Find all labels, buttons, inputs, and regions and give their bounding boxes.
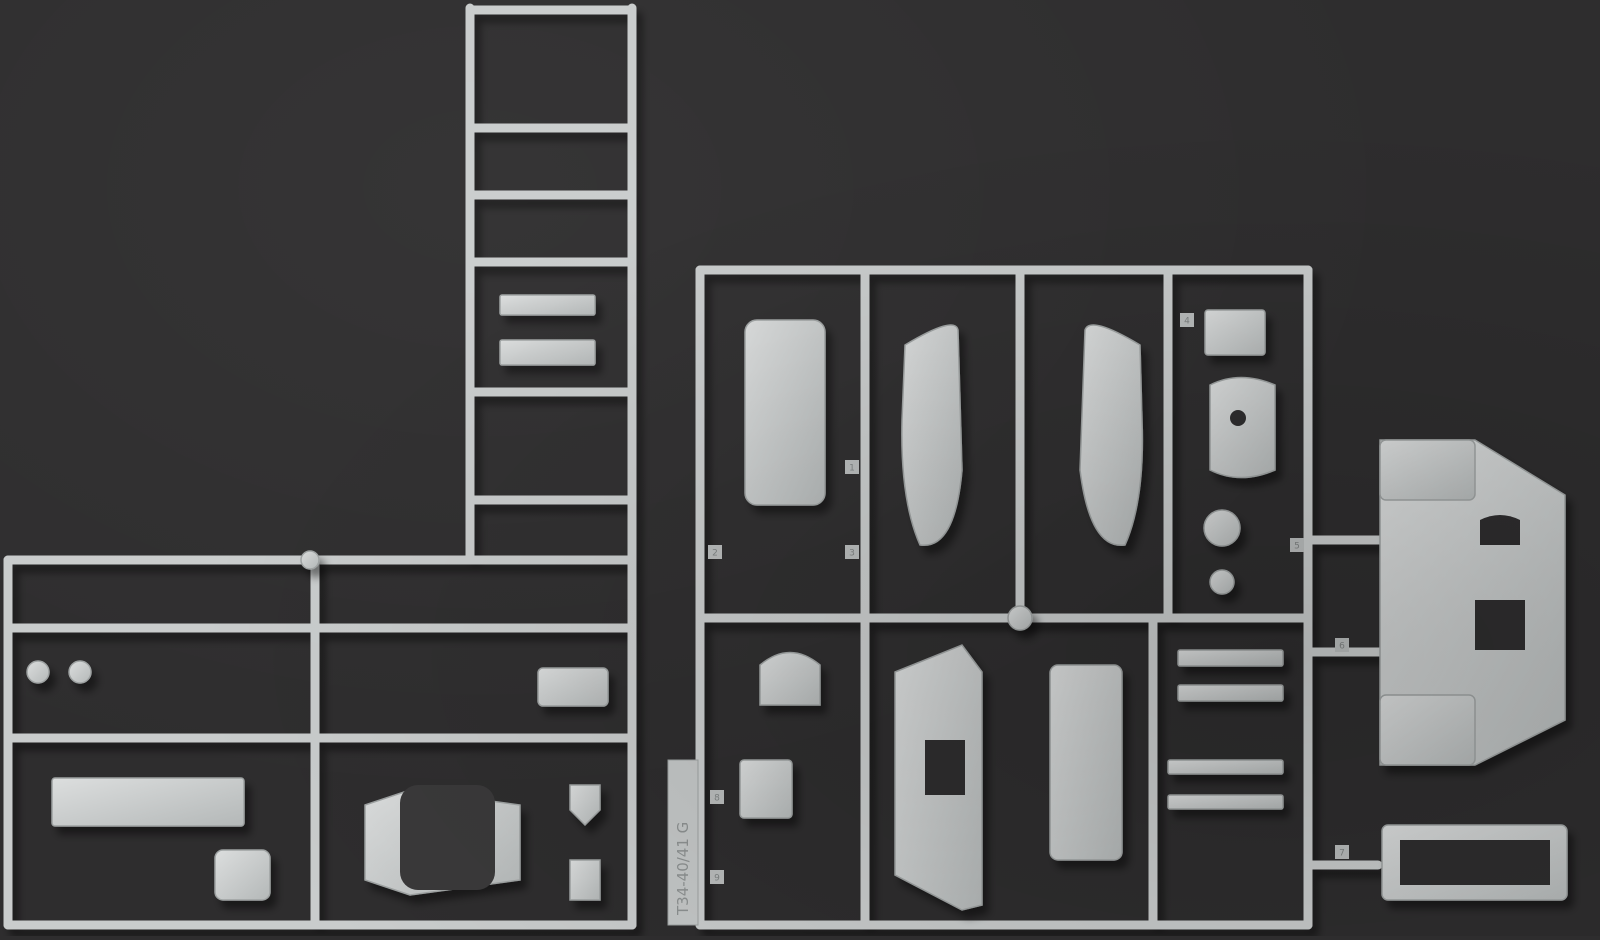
sprue-code-label: T34-40/41 G [674, 822, 692, 916]
part-number-tags: 1 2 3 4 5 6 7 8 9 [708, 313, 1349, 884]
part-number-label: 7 [1339, 849, 1345, 859]
part-number-label: 9 [714, 874, 720, 884]
kit-parts [26, 294, 1568, 911]
part-details [400, 410, 1550, 890]
part-number-label: 3 [849, 549, 855, 559]
left-sprue [3, 3, 637, 930]
part-number-label: 5 [1294, 542, 1300, 552]
part-number-label: 2 [712, 549, 718, 559]
part-number-label: 8 [714, 794, 720, 804]
sprue-code-tab: T34-40/41 G [667, 759, 699, 926]
part-number-label: 6 [1339, 642, 1345, 652]
part-number-label: 4 [1184, 317, 1190, 327]
part-number-label: 1 [849, 464, 855, 474]
